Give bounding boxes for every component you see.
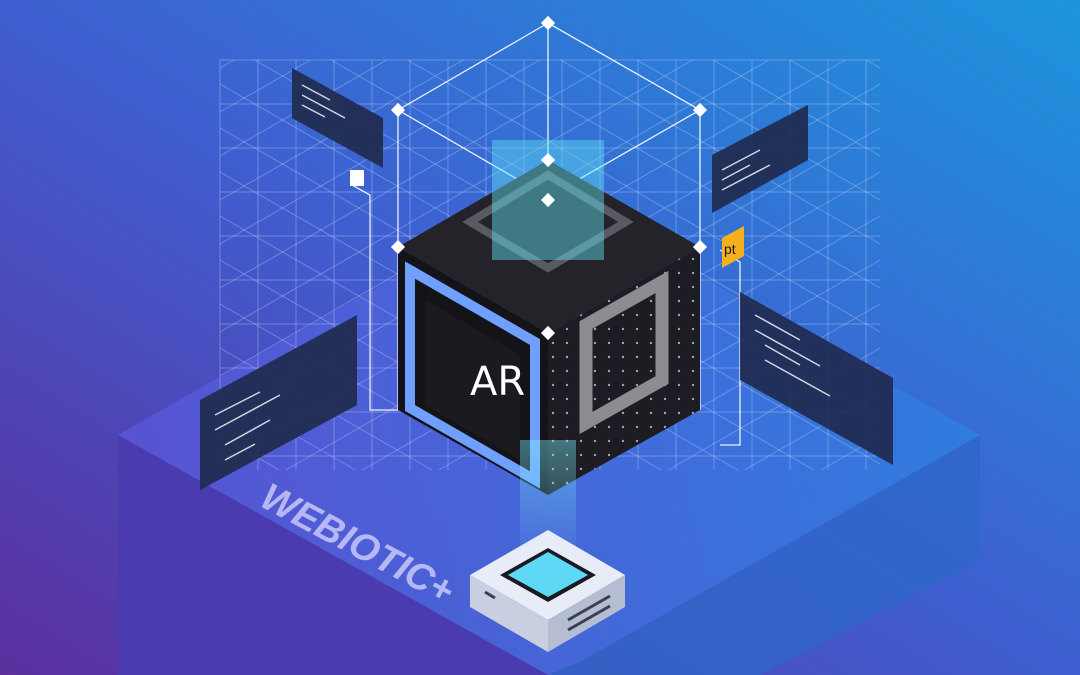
pt-tag: pt xyxy=(722,226,744,268)
grid-line xyxy=(713,59,881,157)
cube-ar-label: AR xyxy=(470,359,525,405)
grid-line xyxy=(789,59,881,113)
grid-line xyxy=(407,59,881,333)
code-panel-top-right xyxy=(712,105,808,213)
grid-line xyxy=(483,59,881,289)
grid-line xyxy=(219,59,693,333)
pt-tag-label: pt xyxy=(724,241,736,257)
code-panel-bottom-right xyxy=(740,292,893,465)
code-panel-bottom-left xyxy=(200,315,357,490)
grid-line xyxy=(219,59,311,113)
grid-line xyxy=(219,59,235,69)
ar-device xyxy=(470,530,625,652)
grid-line xyxy=(219,59,617,289)
code-panel-top-left xyxy=(292,68,383,168)
ar-cube xyxy=(398,140,700,550)
grid-line xyxy=(636,59,881,201)
grid-line xyxy=(865,59,881,69)
vertex-markers xyxy=(350,15,708,341)
